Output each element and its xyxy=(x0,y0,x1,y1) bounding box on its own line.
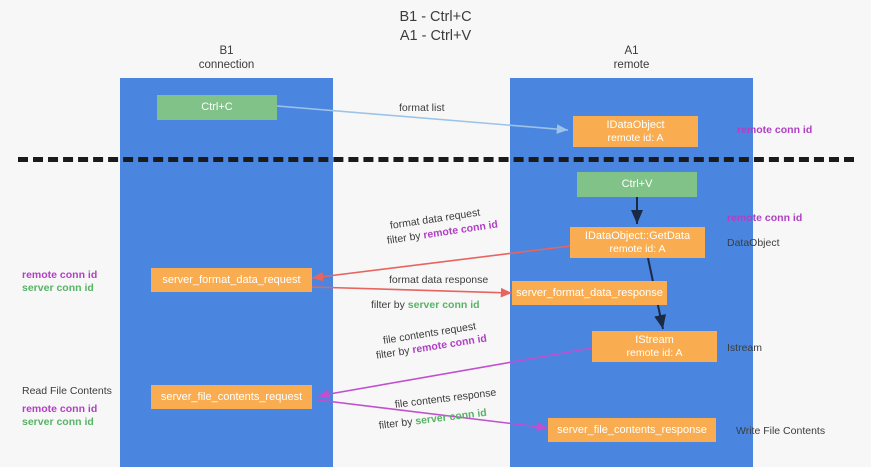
edge-label-file-contents-response-filter: filter by server conn id xyxy=(378,406,487,433)
box-ctrl-c[interactable]: Ctrl+C xyxy=(157,95,277,120)
filter-key-server-conn-id: server conn id xyxy=(407,299,480,311)
box-getdata-line1: IDataObject::GetData xyxy=(584,229,691,242)
box-server-format-data-request-label: server_format_data_request xyxy=(162,273,301,286)
filter-prefix: filter by xyxy=(371,299,408,311)
box-idataobject[interactable]: IDataObject remote id: A xyxy=(573,116,698,147)
box-server-file-contents-request[interactable]: server_file_contents_request xyxy=(151,385,312,409)
page-title: B1 - Ctrl+C A1 - Ctrl+V xyxy=(399,9,472,44)
side-label-left-remote-conn-id: remote conn id xyxy=(22,269,98,281)
column-header-b1: B1 connection xyxy=(198,45,255,71)
filter-prefix: filter by xyxy=(386,229,425,247)
side-label-istream: Istream xyxy=(727,342,763,354)
box-server-file-contents-response-label: server_file_contents_response xyxy=(557,423,707,436)
box-istream[interactable]: IStream remote id: A xyxy=(592,331,717,362)
side-label-remote-conn-id-mid: remote conn id xyxy=(727,212,803,224)
side-label-dataobject: DataObject xyxy=(727,237,780,249)
side-label-read-file-contents: Read File Contents xyxy=(22,385,112,397)
filter-key-server-conn-id: server conn id xyxy=(414,406,488,428)
edge-label-format-data-response: format data response xyxy=(389,274,489,286)
filter-prefix: filter by xyxy=(375,344,414,362)
edge-label-format-data-response-filter: filter by server conn id xyxy=(371,298,480,312)
box-server-format-data-request[interactable]: server_format_data_request xyxy=(151,268,312,292)
side-label-remote-conn-id-top: remote conn id xyxy=(737,124,813,136)
side-label-write-file-contents: Write File Contents xyxy=(736,425,826,437)
arrow-format-data-response xyxy=(311,286,513,298)
box-istream-line1: IStream xyxy=(635,333,674,346)
edge-label-format-list: format list xyxy=(399,102,445,114)
side-label-left-server-conn-id: server conn id xyxy=(22,282,94,294)
box-idataobject-line1: IDataObject xyxy=(606,118,665,131)
side-label-left-server-conn-id-2: server conn id xyxy=(22,416,94,428)
box-server-file-contents-response[interactable]: server_file_contents_response xyxy=(548,418,716,442)
filter-prefix: filter by xyxy=(378,415,417,432)
box-ctrl-c-label: Ctrl+C xyxy=(201,101,233,113)
box-ctrl-v[interactable]: Ctrl+V xyxy=(577,172,697,197)
column-header-a1: A1 remote xyxy=(613,45,650,71)
box-server-format-data-response-label: server_format_data_response xyxy=(516,286,663,299)
box-idataobject-line2: remote id: A xyxy=(607,131,664,144)
box-getdata-line2: remote id: A xyxy=(609,242,666,255)
box-server-file-contents-request-label: server_file_contents_request xyxy=(160,390,303,403)
box-ctrl-v-label: Ctrl+V xyxy=(621,178,653,190)
box-server-format-data-response[interactable]: server_format_data_response xyxy=(512,281,667,305)
side-label-left-remote-conn-id-2: remote conn id xyxy=(22,403,98,415)
box-istream-line2: remote id: A xyxy=(626,346,683,359)
box-idataobject-getdata[interactable]: IDataObject::GetData remote id: A xyxy=(570,227,705,258)
section-divider xyxy=(18,157,854,162)
